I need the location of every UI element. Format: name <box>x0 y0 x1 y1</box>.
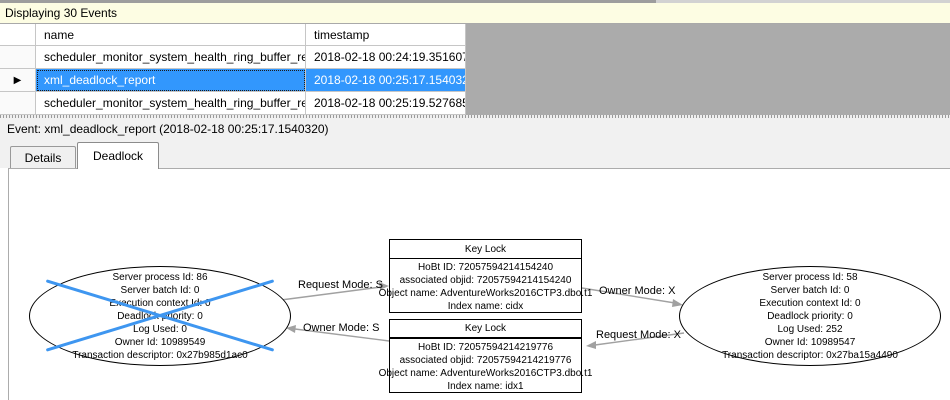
event-timestamp-cell[interactable]: 2018-02-18 00:24:19.3516078 <box>306 46 466 69</box>
column-header-timestamp[interactable]: timestamp <box>306 24 466 46</box>
process-attr: Server batch Id: 0 <box>770 284 850 296</box>
edge-label-request-x: Request Mode: X <box>596 329 681 341</box>
tab-deadlock-label: Deadlock <box>92 149 144 163</box>
events-count-bar: Displaying 30 Events <box>0 3 950 24</box>
resource-title: Key Lock <box>390 320 581 339</box>
window-top-edge <box>0 0 950 3</box>
process-attr: Execution context Id: 0 <box>109 297 211 309</box>
edge-label-owner-s: Owner Mode: S <box>303 322 380 334</box>
table-row-selected[interactable]: ▶ xml_deadlock_report 2018-02-18 00:25:1… <box>0 69 466 92</box>
edge-label-request-s: Request Mode: S <box>298 279 383 291</box>
table-row[interactable]: scheduler_monitor_system_health_ring_buf… <box>0 46 466 69</box>
process-node-victim: Server process Id: 86 Server batch Id: 0… <box>29 266 291 366</box>
column-header-name[interactable]: name <box>36 24 306 46</box>
resource-attr: Object name: AdventureWorks2016CTP3.dbo.… <box>378 288 593 299</box>
events-grid-header: name timestamp <box>0 24 466 46</box>
resource-attr: associated objid: 72057594214219776 <box>399 355 572 366</box>
process-attr: Execution context Id: 0 <box>759 297 861 309</box>
process-attr: Log Used: 0 <box>133 323 187 335</box>
tab-details[interactable]: Details <box>10 146 76 168</box>
resource-attr: HoBt ID: 72057594214219776 <box>417 342 554 353</box>
resource-attr: Object name: AdventureWorks2016CTP3.dbo.… <box>378 368 593 379</box>
process-attr: Server process Id: 86 <box>112 271 208 283</box>
resource-node-keylock-cidx: Key Lock HoBt ID: 72057594214154240 asso… <box>379 239 592 313</box>
events-count-label: Displaying 30 Events <box>5 6 118 20</box>
process-attr: Transaction descriptor: 0x27ba15a4490 <box>722 349 898 361</box>
process-attr: Deadlock priority: 0 <box>767 310 853 322</box>
process-node-winner: Server process Id: 58 Server batch Id: 0… <box>679 266 941 366</box>
deadlock-graph-canvas: Server process Id: 86 Server batch Id: 0… <box>9 169 950 400</box>
tab-deadlock[interactable]: Deadlock <box>77 142 159 169</box>
deadlock-edges <box>280 282 685 349</box>
row-selector-cell[interactable] <box>0 46 36 69</box>
row-selector-header-cell <box>0 24 36 46</box>
event-timestamp-cell[interactable]: 2018-02-18 00:25:19.5276859 <box>306 92 466 115</box>
row-selector-cell[interactable] <box>0 92 36 115</box>
process-attr: Owner Id: 10989547 <box>764 336 856 348</box>
current-row-arrow-icon: ▶ <box>13 74 22 86</box>
resource-title: Key Lock <box>390 240 581 259</box>
detail-tab-strip: Details Deadlock <box>0 140 950 169</box>
deadlock-tab-content: Server process Id: 86 Server batch Id: 0… <box>8 168 950 400</box>
process-attr: Server process Id: 58 <box>762 271 858 283</box>
process-attr: Owner Id: 10989549 <box>114 336 206 348</box>
event-name-cell[interactable]: scheduler_monitor_system_health_ring_buf… <box>36 46 306 69</box>
edge-label-owner-x: Owner Mode: X <box>599 285 676 297</box>
resource-node-keylock-idx1: Key Lock HoBt ID: 72057594214219776 asso… <box>379 319 592 393</box>
selected-event-caption: Event: xml_deadlock_report (2018-02-18 0… <box>0 118 950 140</box>
resource-attr: Index name: idx1 <box>447 381 524 392</box>
resource-attr: Index name: cidx <box>447 301 524 312</box>
event-timestamp-cell[interactable]: 2018-02-18 00:25:17.1540320 <box>306 69 466 92</box>
selected-event-caption-label: Event: xml_deadlock_report (2018-02-18 0… <box>7 122 329 136</box>
row-selector-cell[interactable]: ▶ <box>0 69 36 92</box>
resource-attr: HoBt ID: 72057594214154240 <box>417 262 554 273</box>
grid-detail-splitter[interactable] <box>0 115 950 118</box>
table-row[interactable]: scheduler_monitor_system_health_ring_buf… <box>0 92 466 115</box>
tab-details-label: Details <box>24 150 62 165</box>
events-grid[interactable]: name timestamp scheduler_monitor_system_… <box>0 24 950 115</box>
event-name-cell[interactable]: xml_deadlock_report <box>36 69 306 92</box>
process-attr: Transaction descriptor: 0x27b985d1ac0 <box>72 349 248 361</box>
process-attr: Server batch Id: 0 <box>120 284 200 296</box>
process-attr: Log Used: 252 <box>777 323 843 335</box>
resource-attr: associated objid: 72057594214154240 <box>399 275 572 286</box>
event-name-cell[interactable]: scheduler_monitor_system_health_ring_buf… <box>36 92 306 115</box>
